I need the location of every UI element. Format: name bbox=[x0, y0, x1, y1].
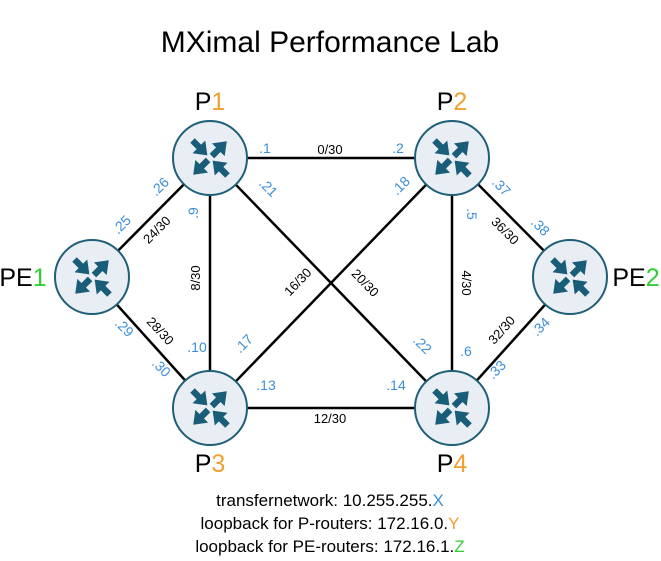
node-label-p3: P3 bbox=[195, 450, 226, 478]
ip-label-p4-pe2-b: .34 bbox=[528, 314, 553, 339]
node-label-p4: P4 bbox=[437, 450, 468, 478]
subnet-label-p2-p4: 4/30 bbox=[459, 270, 474, 295]
ip-label-p1-p2-a: .1 bbox=[259, 140, 271, 156]
ip-label-p1-p2-b: .2 bbox=[392, 140, 404, 156]
ip-label-p1-p3-a: .9 bbox=[185, 207, 201, 219]
ip-label-p2-p4-b: .6 bbox=[460, 343, 472, 359]
ip-label-p1-p3-b: .10 bbox=[187, 339, 207, 355]
diagram-title: MXimal Performance Lab bbox=[161, 26, 499, 59]
router-pe1-icon bbox=[54, 239, 130, 315]
ip-label-p3-p4-b: .14 bbox=[386, 377, 406, 393]
router-p4-icon bbox=[414, 370, 490, 446]
ip-label-p1-p4-a: .21 bbox=[256, 175, 281, 200]
subnet-label-p4-pe2: 32/30 bbox=[485, 313, 518, 347]
ip-label-p3-p4-a: .13 bbox=[256, 377, 276, 393]
router-p2-icon bbox=[414, 120, 490, 196]
link-p1-p4 bbox=[209, 157, 453, 409]
ip-label-p3-p2-b: .18 bbox=[388, 173, 413, 198]
legend-loopback-pe: loopback for PE-routers: 172.16.1.Z bbox=[195, 537, 464, 556]
router-pe2-icon bbox=[532, 239, 608, 315]
ip-label-pe1-p1-a: .25 bbox=[109, 212, 134, 237]
ip-label-p2-p4-a: .5 bbox=[464, 208, 480, 220]
subnet-label-pe1-p1: 24/30 bbox=[140, 213, 174, 247]
node-label-pe2: PE2 bbox=[612, 264, 659, 292]
ip-label-p3-p2-a: .17 bbox=[231, 331, 256, 356]
subnet-label-pe1-p3: 28/30 bbox=[144, 314, 177, 348]
node-label-p2: P2 bbox=[437, 88, 468, 116]
ip-label-p2-pe2-b: .38 bbox=[528, 214, 553, 239]
subnet-label-p3-p4: 12/30 bbox=[314, 411, 347, 426]
router-p1-icon bbox=[172, 120, 248, 196]
ip-label-pe1-p3-b: .30 bbox=[149, 355, 174, 380]
legend-loopback-p: loopback for P-routers: 172.16.0.Y bbox=[201, 514, 460, 533]
ip-label-pe1-p3-a: .29 bbox=[112, 315, 137, 340]
ip-label-p2-pe2-a: .37 bbox=[489, 174, 514, 199]
subnet-label-p1-p4: 20/30 bbox=[349, 266, 382, 300]
subnet-label-p1-p3: 8/30 bbox=[188, 265, 203, 290]
subnet-label-p3-p2: 16/30 bbox=[281, 265, 314, 299]
node-label-p1: P1 bbox=[195, 88, 226, 116]
subnet-label-p1-p2: 0/30 bbox=[317, 142, 342, 157]
legend-transfernetwork: transfernetwork: 10.255.255.X bbox=[216, 491, 444, 510]
router-p3-icon bbox=[172, 370, 248, 446]
ip-label-p4-pe2-a: .33 bbox=[484, 357, 509, 382]
ip-label-p1-p4-b: .22 bbox=[410, 332, 435, 357]
ip-label-pe1-p1-b: .26 bbox=[147, 174, 172, 199]
subnet-label-p2-pe2: 36/30 bbox=[488, 214, 522, 248]
node-label-pe1: PE1 bbox=[0, 264, 47, 292]
